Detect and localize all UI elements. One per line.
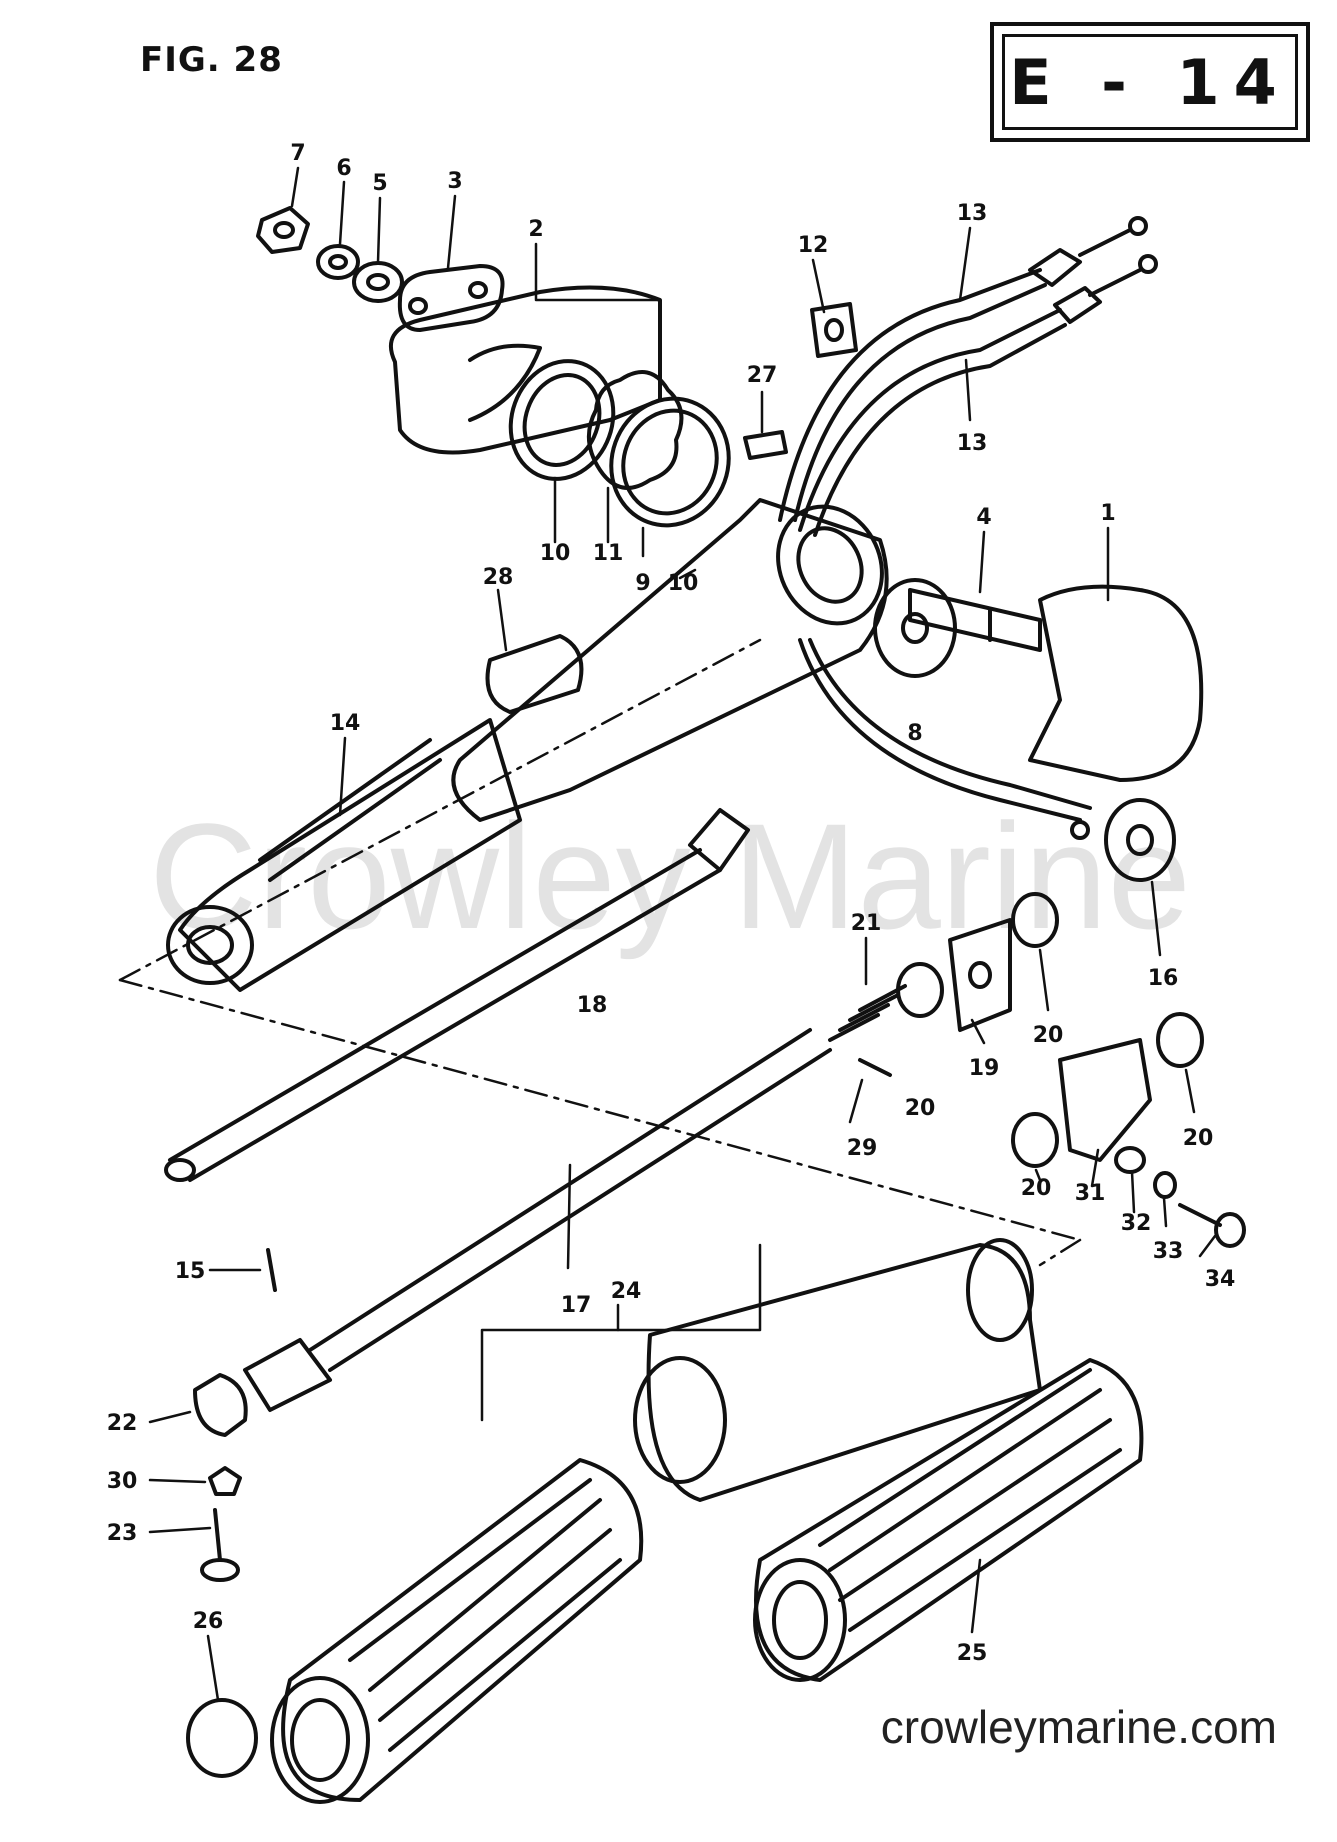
callout-15: 15 xyxy=(175,1259,206,1284)
rubber-grip-part-25 xyxy=(753,1358,1144,1682)
callout-32: 32 xyxy=(1121,1211,1152,1236)
nut-part-30 xyxy=(208,1466,242,1496)
screw-part-23 xyxy=(200,1508,240,1582)
callout-21: 21 xyxy=(851,911,882,936)
washer-part-5 xyxy=(352,261,404,303)
bushing-part-20b xyxy=(1011,892,1059,948)
gasket-part-11 xyxy=(586,370,684,490)
nut-part-7 xyxy=(256,206,310,254)
washer-part-6 xyxy=(316,244,360,280)
callout-20d: 20 xyxy=(1021,1176,1052,1201)
callout-12: 12 xyxy=(798,233,829,258)
callout-27: 27 xyxy=(747,363,778,388)
spring-part-21 xyxy=(828,984,907,1042)
callout-13b: 13 xyxy=(957,431,988,456)
callout-7: 7 xyxy=(290,141,305,166)
callout-16: 16 xyxy=(1148,966,1179,991)
callout-6: 6 xyxy=(336,156,351,181)
section-code: E - 14 xyxy=(1002,34,1298,130)
pin-part-15 xyxy=(266,1248,277,1292)
callout-11: 11 xyxy=(593,541,624,566)
callout-18: 18 xyxy=(577,993,608,1018)
grip-band-part-28 xyxy=(485,634,584,714)
callout-28: 28 xyxy=(483,565,514,590)
callout-8: 8 xyxy=(907,721,922,746)
grommet-part-16 xyxy=(1104,798,1176,882)
callout-labels: 7 6 5 3 2 12 13 13 27 10 11 9 10 1 4 28 … xyxy=(107,141,1236,1666)
reference-line xyxy=(118,978,1082,1242)
callout-9: 9 xyxy=(635,571,650,596)
pin-part-29 xyxy=(858,1058,892,1077)
throttle-cables-part-13 xyxy=(778,216,1158,840)
bushing-part-20a xyxy=(896,962,944,1018)
screw-part-34 xyxy=(1178,1203,1246,1248)
bushing-part-20d xyxy=(1011,1112,1059,1168)
callout-10a: 10 xyxy=(540,541,571,566)
callout-20a: 20 xyxy=(1033,1023,1064,1048)
website-footer: crowleymarine.com xyxy=(880,1701,1277,1753)
seal-ring-part-10a xyxy=(508,359,616,481)
shaft-part-18 xyxy=(164,808,750,1182)
callout-22: 22 xyxy=(107,1411,138,1436)
callout-5: 5 xyxy=(372,171,387,196)
callout-4: 4 xyxy=(976,505,991,530)
callout-34: 34 xyxy=(1205,1267,1236,1292)
section-code-box: E - 14 xyxy=(990,22,1310,142)
callout-3: 3 xyxy=(447,169,462,194)
seal-ring-part-9 xyxy=(609,396,731,528)
callout-1: 1 xyxy=(1100,501,1115,526)
grip-sleeve-part-24 xyxy=(633,1238,1042,1502)
washer-part-33 xyxy=(1153,1171,1177,1199)
callout-20b: 20 xyxy=(905,1096,936,1121)
callout-29: 29 xyxy=(847,1136,878,1161)
rod-part-17 xyxy=(243,1028,832,1412)
callout-25: 25 xyxy=(957,1641,988,1666)
washer-part-8 xyxy=(873,578,957,678)
callout-10b: 10 xyxy=(668,571,699,596)
callout-23: 23 xyxy=(107,1521,138,1546)
nut-part-22 xyxy=(193,1373,248,1437)
clip-part-12 xyxy=(810,302,858,358)
reference-line xyxy=(118,638,762,982)
callout-24: 24 xyxy=(611,1279,642,1304)
callout-14: 14 xyxy=(330,711,361,736)
callout-26: 26 xyxy=(193,1609,224,1634)
cap-part-26 xyxy=(186,1698,258,1778)
reference-line xyxy=(1038,1238,1082,1267)
callout-2: 2 xyxy=(528,217,543,242)
callout-19: 19 xyxy=(969,1056,1000,1081)
callout-33: 33 xyxy=(1153,1239,1184,1264)
callout-30: 30 xyxy=(107,1469,138,1494)
callout-20c: 20 xyxy=(1183,1126,1214,1151)
leader-lines xyxy=(148,166,1217,1702)
callout-13a: 13 xyxy=(957,201,988,226)
bolt-part-4 xyxy=(908,588,1042,652)
figure-title: FIG. 28 xyxy=(140,40,283,80)
tiller-handle-part-14 xyxy=(166,498,889,992)
plate-part-19 xyxy=(948,918,1012,1032)
bracket-part-31 xyxy=(1058,1038,1152,1162)
cover-part-1 xyxy=(1028,584,1204,782)
washer-part-32 xyxy=(1114,1146,1146,1174)
callout-31: 31 xyxy=(1075,1181,1106,1206)
rubber-grip-part-24 xyxy=(270,1458,644,1804)
callout-17: 17 xyxy=(561,1293,592,1318)
plate-part-3 xyxy=(397,264,505,332)
key-part-27 xyxy=(743,430,788,460)
bracket-part-2 xyxy=(389,285,662,455)
bushing-part-20c xyxy=(1156,1012,1204,1068)
